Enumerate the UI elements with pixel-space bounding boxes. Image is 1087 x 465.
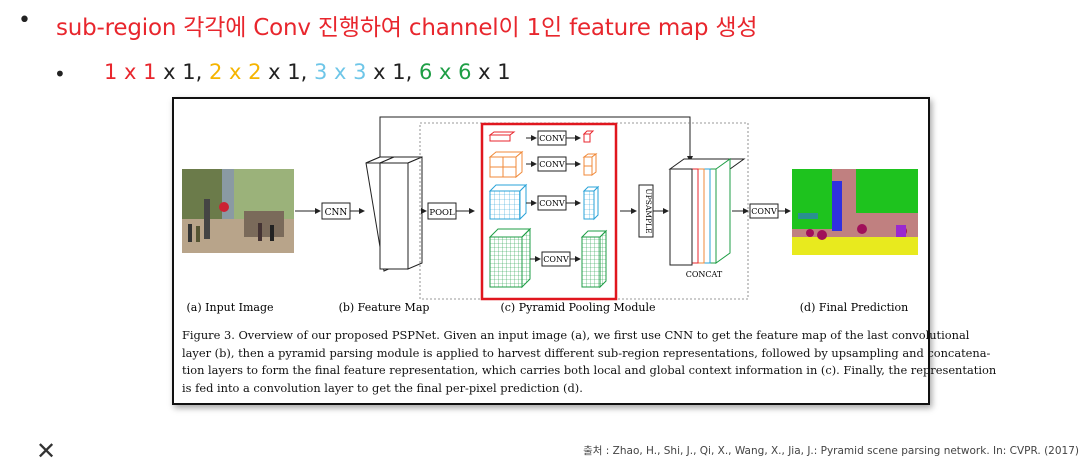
branch-1x1: CONV	[488, 130, 595, 146]
concat-block	[668, 158, 746, 266]
conv-label-1: CONV	[539, 134, 565, 143]
kernel-3x3-rest: x 1,	[366, 60, 419, 84]
kernel-size-list: 1 x 1 x 1, 2 x 2 x 1, 3 x 3 x 1, 6 x 6 x…	[104, 60, 511, 84]
conv-label-3: CONV	[539, 199, 565, 208]
kernel-2x2-rest: x 1,	[261, 60, 314, 84]
branch-3x3: CONV	[488, 183, 600, 221]
conv-label-2: CONV	[539, 160, 565, 169]
kernel-2x2: 2 x 2	[209, 60, 262, 84]
branch-2x2: CONV	[488, 150, 598, 179]
caption-a: (a) Input Image	[187, 301, 274, 314]
kernel-6x6: 6 x 6	[419, 60, 472, 84]
input-image	[182, 169, 294, 253]
kernel-3x3: 3 x 3	[314, 60, 367, 84]
close-icon[interactable]: ✕	[36, 437, 57, 465]
conv-label-4: CONV	[543, 255, 569, 264]
feature-map-block	[365, 156, 423, 272]
caption-b: (b) Feature Map	[339, 301, 430, 314]
cnn-label: CNN	[325, 208, 348, 218]
pool-label: POOL	[429, 208, 455, 218]
kernel-6x6-rest: x 1	[471, 60, 511, 84]
source-citation: 출처 : Zhao, H., Shi, J., Qi, X., Wang, X.…	[583, 445, 1079, 457]
caption-d: (d) Final Prediction	[800, 301, 908, 314]
kernel-1x1: 1 x 1	[104, 60, 157, 84]
upsample-label: UPSAMPLE	[644, 188, 653, 233]
highlight-box	[480, 122, 618, 301]
caption-line: is fed into a convolution layer to get t…	[182, 380, 583, 395]
caption-line: tion layers to form the final feature re…	[182, 363, 997, 377]
caption-line: Figure 3. Overview of our proposed PSPNe…	[182, 328, 970, 342]
pspnet-figure: CNN POOL CONV	[172, 97, 997, 405]
pspnet-diagram: CNN POOL CONV	[182, 116, 918, 314]
branch-6x6: CONV	[488, 227, 608, 289]
figure-caption: Figure 3. Overview of our proposed PSPNe…	[182, 327, 997, 397]
sub-bullet: •	[54, 62, 66, 86]
kernel-1x1-rest: x 1,	[156, 60, 209, 84]
final-prediction-image	[792, 169, 918, 255]
heading-bullet: •	[18, 8, 31, 33]
heading-text: sub-region 각각에 Conv 진행하여 channel이 1인 fea…	[56, 15, 758, 41]
caption-c: (c) Pyramid Pooling Module	[500, 301, 655, 314]
caption-line: layer (b), then a pyramid parsing module…	[182, 345, 991, 360]
concat-label: CONCAT	[686, 270, 723, 279]
final-conv-label: CONV	[751, 207, 777, 216]
